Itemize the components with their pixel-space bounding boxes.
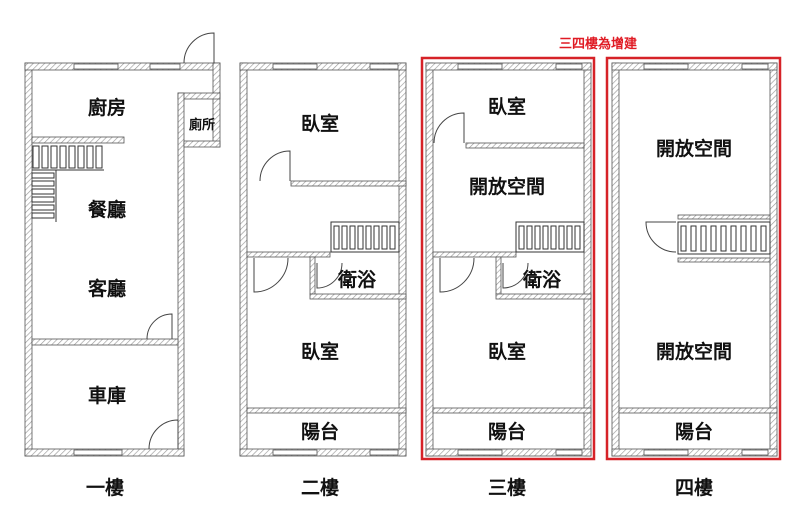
- floor-1-doors: [146, 32, 215, 450]
- floor-3-plan: 臥室 開放空間 衛浴 臥室 陽台: [425, 62, 592, 457]
- f3-balcony-label: 陽台: [488, 420, 526, 443]
- dining-label: 餐廳: [88, 198, 126, 221]
- floor-3-title: 三樓: [488, 476, 526, 499]
- floor-2-stairs: [330, 221, 400, 253]
- floor-3-doors: [433, 112, 529, 293]
- f2-bedroom-front-label: 臥室: [301, 112, 339, 135]
- floor-2-plan: 臥室 衛浴 臥室 陽台: [239, 62, 407, 457]
- f3-open-space-label: 開放空間: [469, 175, 545, 198]
- floor-2-windows: [272, 63, 399, 456]
- living-label: 客廳: [88, 277, 126, 300]
- floor-4-title: 四樓: [675, 476, 713, 499]
- floor-1-stairs: [31, 145, 104, 222]
- floor-2-doors: [253, 150, 343, 293]
- f2-balcony-label: 陽台: [301, 420, 339, 443]
- f4-open-front-label: 開放空間: [656, 137, 732, 160]
- toilet-label: 廁所: [189, 117, 215, 133]
- kitchen-label: 廚房: [88, 96, 126, 119]
- floor-1-windows: [73, 63, 181, 456]
- floor-1-plan: 廚房 廁所 餐廳 客廳 車庫: [24, 32, 221, 457]
- floor-2-walls: [239, 62, 407, 457]
- floor-3-stairs: [515, 221, 585, 253]
- f2-bedroom-back-label: 臥室: [301, 340, 339, 363]
- f3-bath-label: 衛浴: [522, 268, 562, 291]
- f4-open-back-label: 開放空間: [656, 340, 732, 363]
- floor-4-walls: [611, 62, 778, 457]
- floor-2-title: 二樓: [301, 476, 339, 499]
- floor-4-doors: [645, 221, 677, 253]
- floor-4-plan: 開放空間 開放空間 陽台: [611, 62, 778, 457]
- f3-bedroom-front-label: 臥室: [488, 95, 526, 118]
- f2-bath-label: 衛浴: [337, 268, 377, 291]
- f3-bedroom-back-label: 臥室: [488, 340, 526, 363]
- floor-3-walls: [425, 62, 592, 457]
- addition-note: 三四樓為增建: [559, 36, 637, 52]
- garage-label: 車庫: [88, 384, 126, 407]
- floor-4-highlight-frame: [605, 56, 782, 461]
- floor-4-stairs: [677, 221, 771, 255]
- floor-1-title: 一樓: [86, 476, 124, 499]
- floor-4-windows: [643, 63, 769, 456]
- floor-3-windows: [457, 63, 583, 456]
- f4-balcony-label: 陽台: [675, 420, 713, 443]
- floor-3-highlight-frame: [420, 56, 596, 461]
